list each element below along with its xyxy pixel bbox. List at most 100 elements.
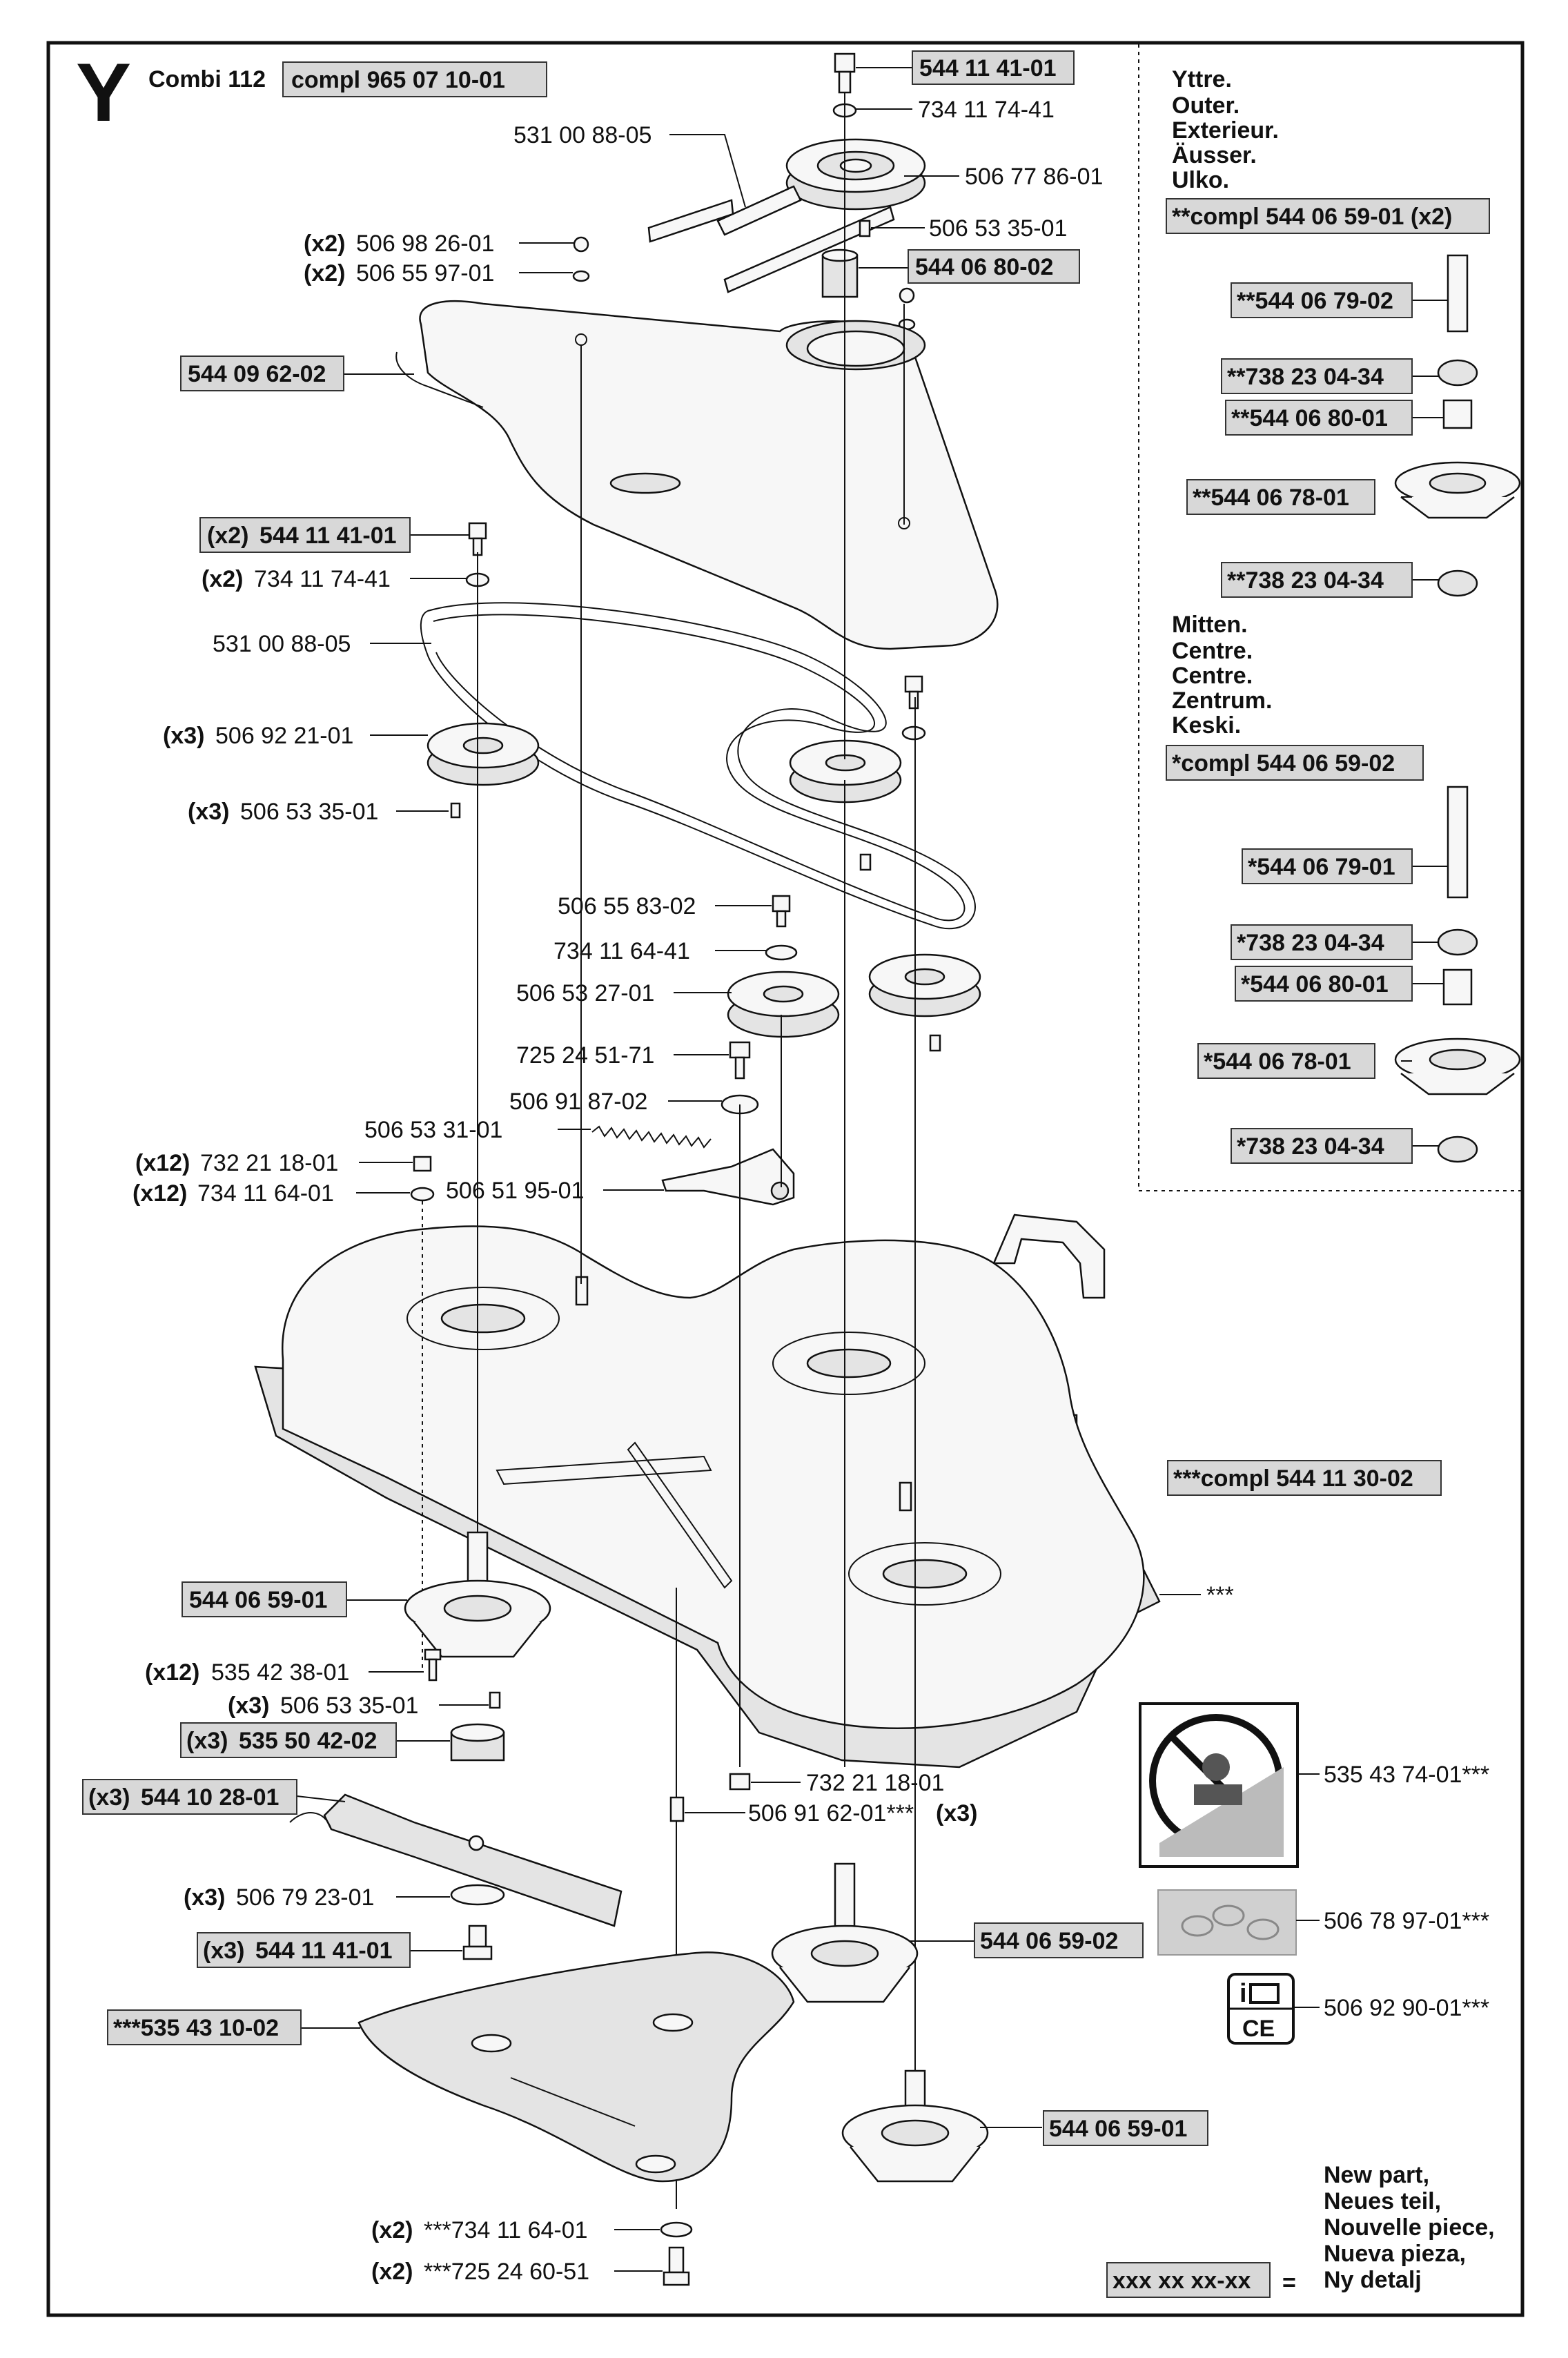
callout-spring: 506 53 31-01 [364, 1117, 502, 1143]
key-lower-drawing [489, 1691, 501, 1709]
idler-bolt-drawing [765, 895, 798, 961]
legend-line: Nueva pieza, [1324, 2241, 1466, 2267]
callout-blade-bolt-qty: (x3) [203, 1938, 244, 1964]
inset-center-part: *544 06 78-01 [1204, 1049, 1351, 1075]
idler-pulley-drawing [727, 971, 840, 1038]
callout-plate-washer-qty: (x2) [371, 2217, 413, 2243]
inset-center-part: *738 23 04-34 [1237, 1133, 1384, 1160]
callout-idler-bolt: 506 55 83-02 [558, 893, 696, 919]
nut-lower-drawing [729, 1773, 751, 1791]
legend-line: Ny detalj [1324, 2267, 1422, 2293]
stud-lower-drawing [669, 1796, 685, 1822]
callout-key3: 506 53 35-01 [240, 799, 378, 825]
inset-outer-part: **544 06 80-01 [1231, 405, 1388, 431]
inset-outer-line: Ulko. [1172, 167, 1229, 193]
inset-center-compl: *compl 544 06 59-02 [1172, 750, 1395, 777]
inset-center-part: *738 23 04-34 [1237, 930, 1384, 956]
callout-washer12: 734 11 64-01 [197, 1180, 334, 1207]
ce-mark: CE [1242, 2016, 1275, 2042]
inset-center-drawings [1394, 786, 1521, 1163]
callout-hub-qty: (x3) [186, 1728, 228, 1754]
section-letter: Y [76, 46, 131, 139]
inset-center-line: Zentrum. [1172, 688, 1272, 714]
callout-arm-bushing: 506 91 87-02 [509, 1089, 647, 1115]
bolt-center-drawing [901, 675, 926, 741]
spindle-center-drawing [771, 1862, 919, 2003]
legend-line: Nouvelle piece, [1324, 2214, 1495, 2241]
callout-screw-small-qty: (x2) [304, 231, 345, 257]
idler-arm-drawing [661, 1148, 795, 1206]
inset-border [1138, 44, 1521, 1191]
inset-outer-line: Outer. [1172, 92, 1239, 119]
callout-blade-washer: 506 79 23-01 [236, 1884, 374, 1911]
spindle-right-drawing [841, 2069, 989, 2183]
callout-nut12: 732 21 18-01 [200, 1150, 338, 1176]
callout-decal-belt: 506 78 97-01*** [1324, 1908, 1489, 1934]
callout-deck-marker: *** [1206, 1582, 1234, 1608]
callout-washer2: 734 11 74-41 [254, 566, 391, 592]
callout-mulch-plate: ***535 43 10-02 [113, 2015, 279, 2041]
callout-washer-small-qty: (x2) [304, 260, 345, 286]
mower-deck-drawing [254, 1214, 1161, 1769]
inset-outer-part: **544 06 79-02 [1237, 288, 1393, 314]
blade-drawing [289, 1793, 623, 1927]
callout-blade: 544 10 28-01 [141, 1784, 279, 1811]
callout-spindle-right: 544 06 59-01 [1049, 2116, 1187, 2142]
key-left-drawing [450, 802, 461, 819]
belt-routing-decal [1157, 1889, 1297, 1956]
assembly-box [282, 61, 547, 97]
callout-blade-washer-qty: (x3) [184, 1884, 225, 1911]
callout-stud-lower: 506 91 62-01*** [748, 1800, 914, 1826]
blade-washer-drawing [450, 1884, 505, 1906]
callout-pulley3-qty: (x3) [163, 723, 204, 749]
callout-key3-qty: (x3) [188, 799, 229, 825]
pulley-center-drawing [789, 739, 902, 803]
callout-screw12: 535 42 38-01 [211, 1659, 349, 1686]
top-pulley-drawing [785, 138, 926, 211]
inset-center-line: Centre. [1172, 663, 1253, 689]
inset-center-line: Mitten. [1172, 612, 1248, 638]
callout-decal-slope: 535 43 74-01*** [1324, 1762, 1489, 1788]
inset-center-part: *544 06 80-01 [1241, 971, 1389, 997]
callout-key-lower: 506 53 35-01 [280, 1693, 418, 1719]
screw12-drawing [424, 1648, 442, 1682]
inset-outer-part: **544 06 78-01 [1193, 485, 1349, 511]
callout-top-bolt: 544 11 41-01 [919, 55, 1057, 81]
inset-center-line: Centre. [1172, 638, 1253, 664]
spindle-left-drawing [404, 1531, 551, 1658]
book-icon [1249, 1983, 1280, 2004]
callout-spindle-left: 544 06 59-01 [189, 1587, 327, 1613]
legend-equals: = [1282, 2270, 1296, 2296]
callout-spindle-center: 544 06 59-02 [980, 1928, 1118, 1954]
callout-nut12-qty: (x12) [135, 1150, 190, 1176]
callout-top-washer: 734 11 74-41 [918, 97, 1055, 123]
top-bolt-drawing [832, 52, 857, 118]
callout-plate-bolt: ***725 24 60-51 [424, 2259, 589, 2285]
legend-line: New part, [1324, 2162, 1429, 2188]
callout-spacer-upper: 544 06 80-02 [915, 254, 1053, 280]
callout-pulley3: 506 92 21-01 [215, 723, 353, 749]
callout-decal-info: 506 92 90-01*** [1324, 1995, 1489, 2021]
spring-drawing [591, 1125, 712, 1149]
callout-screw12-qty: (x12) [145, 1659, 199, 1686]
callout-nut-lower: 732 21 18-01 [806, 1770, 944, 1796]
legend-line: Neues teil, [1324, 2188, 1441, 2214]
legend: New part, Neues teil, Nouvelle piece, Nu… [1106, 2162, 1495, 2298]
callout-key-upper: 506 53 35-01 [929, 215, 1067, 242]
info-ce-decal: i CE [1227, 1973, 1295, 2045]
slope-warning-decal [1139, 1702, 1299, 1868]
inset-outer: Yttre. Outer. Exterieur. Äusser. Ulko. *… [1166, 66, 1490, 598]
plate-bolt-drawing [663, 2246, 690, 2286]
legend-code: xxx xx xx-xx [1113, 2268, 1251, 2294]
spacer-upper-drawing [821, 249, 859, 298]
assembly-lines [422, 92, 916, 2209]
callout-top-pulley: 506 77 86-01 [965, 164, 1103, 190]
callout-idler-washer: 734 11 64-41 [553, 938, 690, 964]
inset-center: Mitten. Centre. Centre. Zentrum. Keski. … [1166, 612, 1424, 1164]
callout-deck: ***compl 544 11 30-02 [1173, 1465, 1413, 1492]
callout-washer2-qty: (x2) [202, 566, 243, 592]
plate-washer-drawing [660, 2221, 693, 2238]
inset-outer-line: Äusser. [1172, 142, 1257, 168]
callout-top-belt: 531 00 88-05 [513, 122, 651, 148]
inset-outer-part: **738 23 04-34 [1227, 364, 1384, 390]
